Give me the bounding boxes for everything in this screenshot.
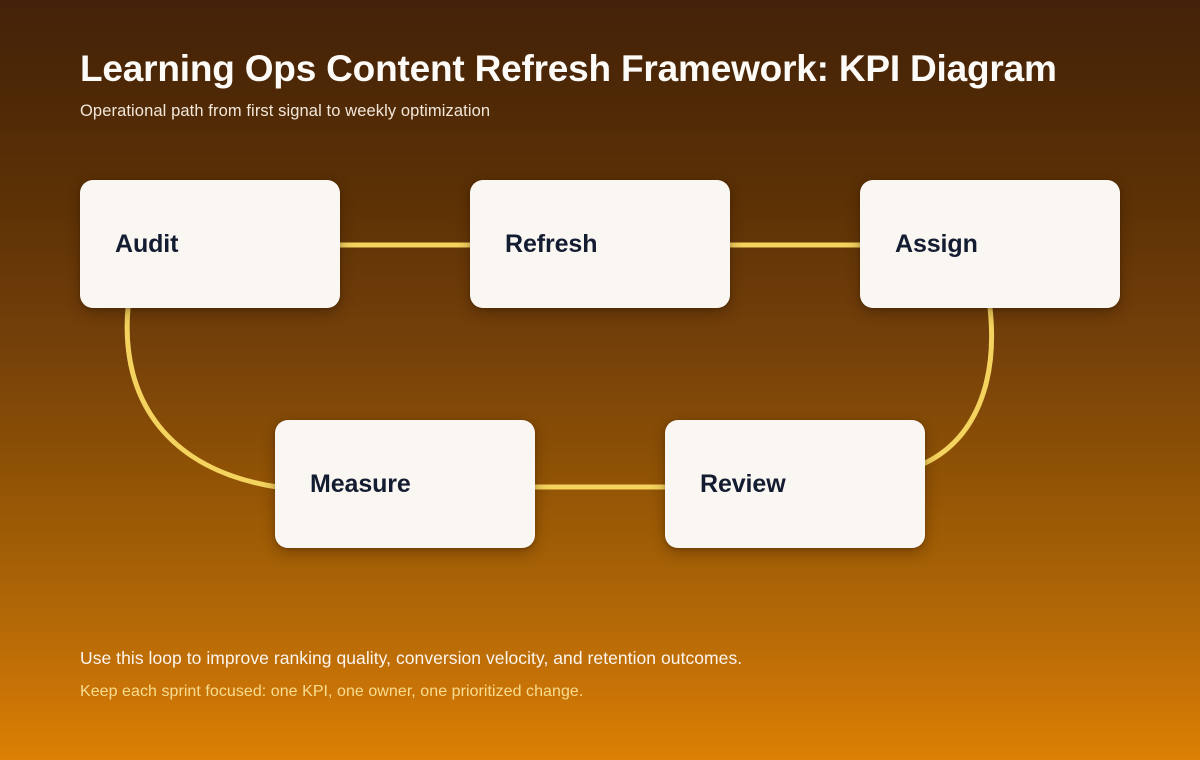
node-assign-label: Assign	[895, 229, 978, 258]
edge-assign-review	[920, 305, 995, 467]
node-refresh-label: Refresh	[505, 229, 598, 258]
footer: Use this loop to improve ranking quality…	[80, 648, 1120, 701]
footer-secondary-text: Keep each sprint focused: one KPI, one o…	[80, 683, 584, 700]
node-measure-label: Measure	[310, 469, 411, 498]
node-refresh[interactable]: Refresh	[470, 180, 730, 308]
page-title: Learning Ops Content Refresh Framework: …	[80, 48, 1057, 89]
node-audit-label: Audit	[115, 229, 179, 258]
node-review-label: Review	[700, 469, 786, 498]
node-audit[interactable]: Audit	[80, 180, 340, 308]
node-assign[interactable]: Assign	[860, 180, 1120, 308]
page-subtitle: Operational path from first signal to we…	[80, 101, 491, 120]
header: Learning Ops Content Refresh Framework: …	[80, 48, 1200, 121]
node-review[interactable]: Review	[665, 420, 925, 548]
node-measure[interactable]: Measure	[275, 420, 535, 548]
footer-primary-text: Use this loop to improve ranking quality…	[80, 648, 743, 668]
edge-measure-audit	[124, 305, 280, 490]
